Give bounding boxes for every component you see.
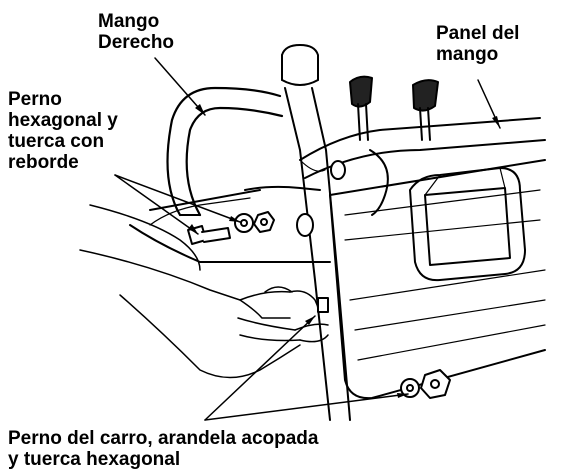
handle-tube — [281, 44, 351, 421]
carriage-bolt-hardware — [400, 369, 451, 399]
hex-bolt-label: Perno hexagonal y tuerca con reborde — [8, 89, 118, 173]
leader-arrowheads — [188, 104, 500, 398]
control-knobs — [349, 75, 439, 141]
handle-panel-label: Panel del mango — [436, 23, 520, 65]
leader-lines — [114, 57, 501, 421]
handle-panel-shape — [129, 117, 546, 400]
carriage-bolt-label: Perno del carro, arandela acopada y tuer… — [8, 428, 319, 470]
right-handle-label: Mango Derecho — [98, 11, 175, 53]
right-handle-shape — [166, 86, 284, 217]
hands — [79, 204, 329, 379]
